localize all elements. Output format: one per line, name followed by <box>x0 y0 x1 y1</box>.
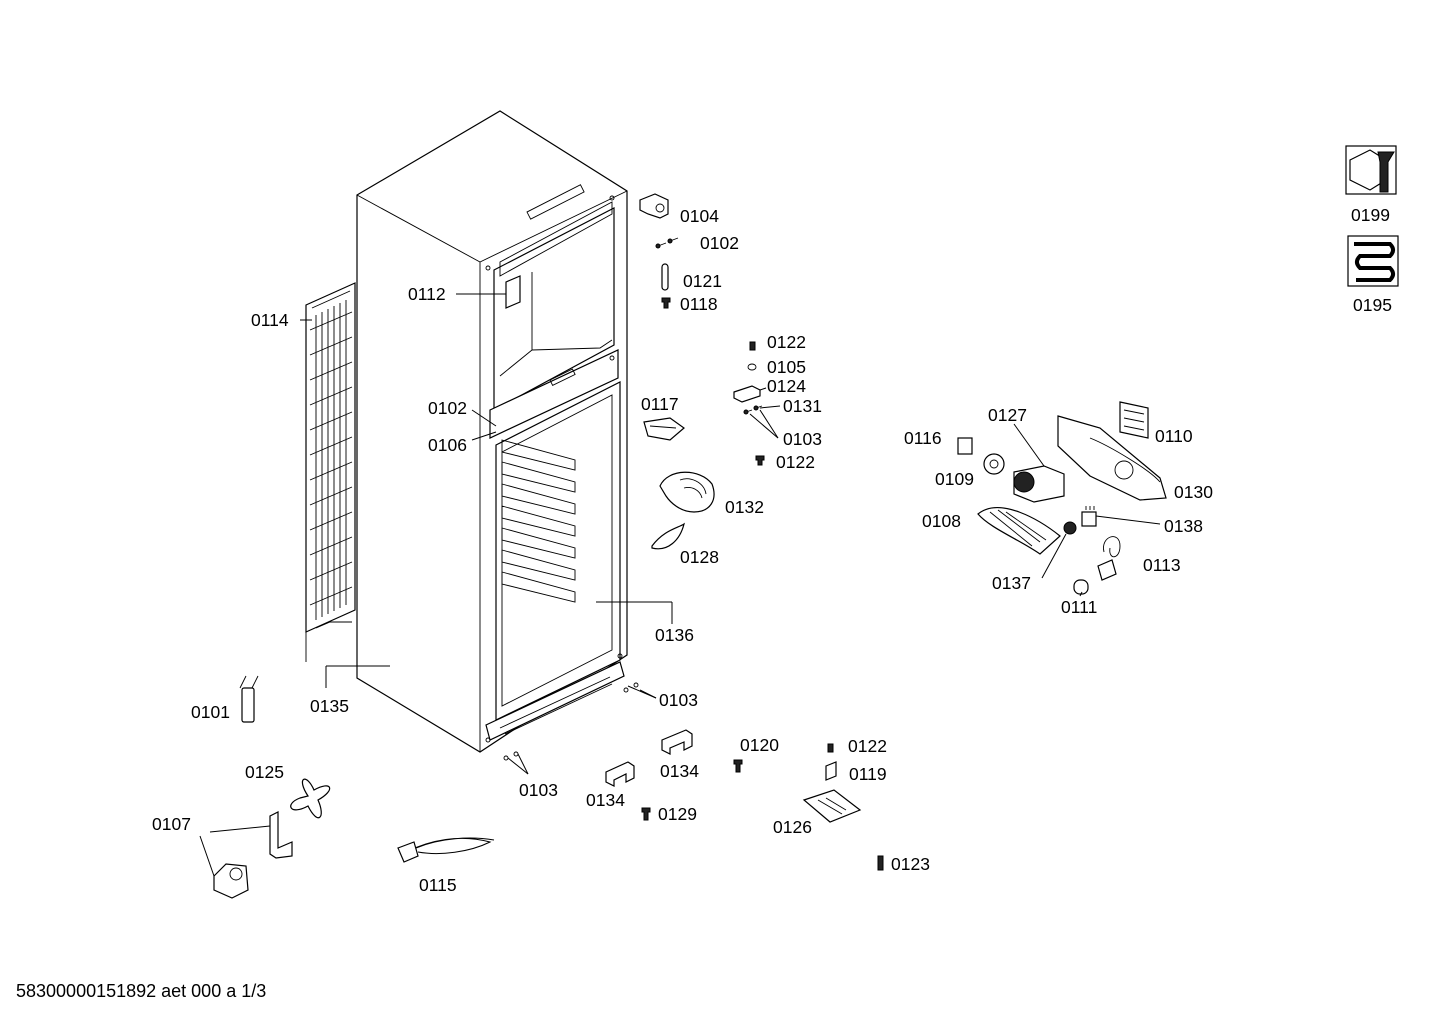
label-0103-mid: 0103 <box>783 429 822 449</box>
label-0114: 0114 <box>251 310 289 330</box>
coil-icon <box>1347 235 1399 287</box>
label-0108: 0108 <box>922 511 961 531</box>
callout-labels: 0104 0102 0121 0118 0112 0114 0122 0105 … <box>152 205 1392 895</box>
label-0128: 0128 <box>680 547 719 567</box>
bracket-0134b <box>605 761 635 787</box>
label-0106: 0106 <box>428 435 467 455</box>
fan-cover-0132 <box>659 471 715 513</box>
label-0124: 0124 <box>767 376 806 396</box>
label-0112: 0112 <box>408 284 446 304</box>
label-0105: 0105 <box>767 357 806 377</box>
label-0134-left: 0134 <box>586 790 625 810</box>
clip-0128 <box>651 522 685 550</box>
document-footer-code: 58300000151892 aet 000 a 1/3 <box>16 981 267 1001</box>
label-0107: 0107 <box>152 814 191 834</box>
label-0102-top: 0102 <box>700 233 739 253</box>
label-0111: 0111 <box>1061 597 1097 617</box>
wrench-nut-icon <box>1345 145 1397 195</box>
damper-0117 <box>643 417 685 441</box>
condenser-0114 <box>305 282 356 662</box>
label-0109: 0109 <box>935 469 974 489</box>
light-assembly <box>957 401 1167 595</box>
label-0132: 0132 <box>725 497 764 517</box>
label-0138: 0138 <box>1164 516 1203 536</box>
motor-0107 <box>213 863 249 899</box>
leader-lines <box>199 293 1161 877</box>
label-0125: 0125 <box>245 762 284 782</box>
cabinet-illustration <box>305 110 628 753</box>
hinge-plate-0126 <box>802 789 862 823</box>
label-0103-right: 0103 <box>659 690 698 710</box>
label-0119: 0119 <box>849 764 887 784</box>
label-0130: 0130 <box>1174 482 1213 502</box>
label-0110: 0110 <box>1155 426 1193 446</box>
sensor-0101 <box>239 675 259 689</box>
label-0118: 0118 <box>680 294 718 314</box>
label-0122-bottom: 0122 <box>848 736 887 756</box>
label-0121: 0121 <box>683 271 722 291</box>
label-0137: 0137 <box>992 573 1031 593</box>
label-0113: 0113 <box>1143 555 1181 575</box>
label-0127: 0127 <box>988 405 1027 425</box>
label-0195: 0195 <box>1353 295 1392 315</box>
label-0122-top: 0122 <box>767 332 806 352</box>
small-parts <box>213 193 884 899</box>
label-0116: 0116 <box>904 428 942 448</box>
lamp-cover-0108 <box>977 507 1061 555</box>
label-0122-mid: 0122 <box>776 452 815 472</box>
fan-blade-0125 <box>290 778 331 819</box>
label-0115: 0115 <box>419 875 457 895</box>
label-0104: 0104 <box>680 206 719 226</box>
label-0199: 0199 <box>1351 205 1390 225</box>
label-0102-left: 0102 <box>428 398 467 418</box>
label-0117: 0117 <box>641 394 679 414</box>
lamp-housing-0130 <box>1057 415 1167 501</box>
bracket-0134a <box>661 729 693 755</box>
label-0131: 0131 <box>783 396 822 416</box>
label-0136: 0136 <box>655 625 694 645</box>
label-0101: 0101 <box>191 702 230 722</box>
label-0135: 0135 <box>310 696 349 716</box>
shelf-rails <box>501 439 576 603</box>
power-cable-0115 <box>405 837 495 855</box>
label-0120: 0120 <box>740 735 779 755</box>
label-0126: 0126 <box>773 817 812 837</box>
label-0129: 0129 <box>658 804 697 824</box>
label-0123: 0123 <box>891 854 930 874</box>
label-0134-right: 0134 <box>660 761 699 781</box>
label-0103-bottom: 0103 <box>519 780 558 800</box>
